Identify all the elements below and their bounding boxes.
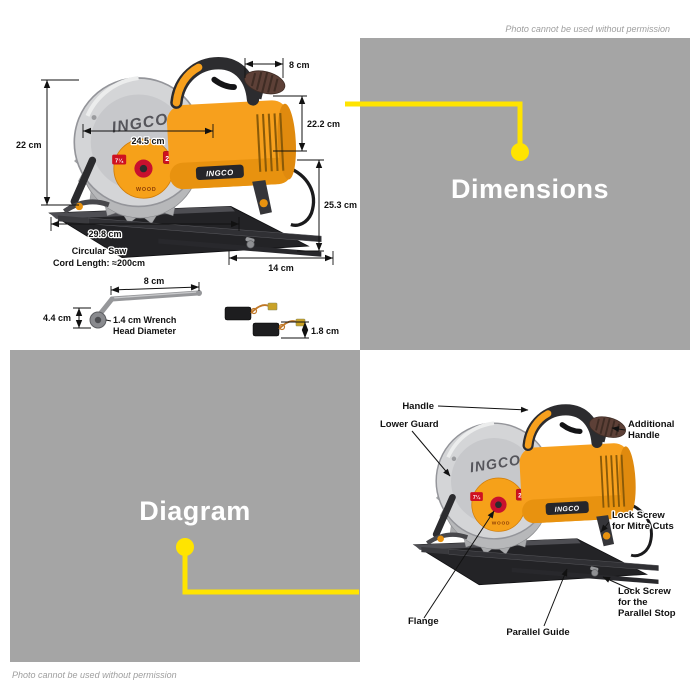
dimension-wrench-height: 4.4 cm xyxy=(42,307,91,329)
svg-text:Lower Guard: Lower Guard xyxy=(380,419,439,430)
dimension-brush-height: 1.8 cm xyxy=(281,321,340,339)
watermark-top: Photo cannot be used without permission xyxy=(505,24,670,34)
dimension-body-width: 24.5 cm xyxy=(82,124,214,147)
svg-text:22.2 cm: 22.2 cm xyxy=(307,119,340,129)
dimension-rear-height: 25.3 cm xyxy=(297,159,358,252)
wrench-illustration xyxy=(89,290,202,329)
svg-text:Head Diameter: Head Diameter xyxy=(113,326,177,336)
svg-text:Lock Screw: Lock Screw xyxy=(612,510,665,521)
svg-text:for the: for the xyxy=(618,597,648,608)
parts-diagram-figure: Handle Additional Handle Lower Guard Loc… xyxy=(379,400,677,640)
svg-text:Circular Saw: Circular Saw xyxy=(72,246,128,256)
circular-saw-illustration xyxy=(414,410,659,585)
svg-text:8 cm: 8 cm xyxy=(289,60,310,70)
dimension-handle-grip-width: 8 cm xyxy=(244,58,311,78)
svg-text:Cord Length: ≈200cm: Cord Length: ≈200cm xyxy=(53,258,145,268)
svg-text:25.3 cm: 25.3 cm xyxy=(324,200,357,210)
callout-additional-handle: Additional Handle xyxy=(611,418,676,442)
dimension-blade-guard-diameter: 22 cm xyxy=(15,79,79,206)
svg-text:Parallel Guide: Parallel Guide xyxy=(506,627,569,638)
callout-handle: Handle xyxy=(401,400,529,413)
dimension-motor-height: 22.2 cm xyxy=(273,95,341,152)
svg-text:1.4 cm Wrench: 1.4 cm Wrench xyxy=(113,315,176,325)
svg-text:22 cm: 22 cm xyxy=(16,140,42,150)
svg-text:8 cm: 8 cm xyxy=(144,276,165,286)
cord-length-note: Circular Saw Cord Length: ≈200cm xyxy=(52,245,146,270)
svg-text:1.8 cm: 1.8 cm xyxy=(311,326,339,336)
svg-text:4.4 cm: 4.4 cm xyxy=(43,313,71,323)
svg-text:Lock Screw: Lock Screw xyxy=(618,586,671,597)
svg-text:29.8 cm: 29.8 cm xyxy=(88,229,121,239)
svg-text:Additional: Additional xyxy=(628,419,674,430)
callout-mitre-lock-screw: Lock Screw for Mitre Cuts xyxy=(600,509,675,533)
callout-parallel-guide: Parallel Guide xyxy=(505,568,571,639)
svg-text:Flange: Flange xyxy=(408,616,439,627)
carbon-brushes-illustration xyxy=(224,302,306,337)
svg-text:Handle: Handle xyxy=(402,401,434,412)
diagram-callout-panel xyxy=(10,350,360,662)
callout-lower-guard: Lower Guard xyxy=(379,418,451,477)
dimension-guide-rail-width: 14 cm xyxy=(228,251,334,274)
svg-text:for Mitre Cuts: for Mitre Cuts xyxy=(612,521,674,532)
svg-text:Parallel Stop: Parallel Stop xyxy=(618,608,676,619)
callout-parallel-stop-lock-screw: Lock Screw for the Parallel Stop xyxy=(602,576,677,620)
wrench-head-note: 1.4 cm Wrench Head Diameter xyxy=(105,314,178,337)
dimensions-figure: 8 cm 22.2 cm 22 cm 24.5 cm 25.3 xyxy=(15,8,358,339)
callout-flange: Flange xyxy=(407,510,495,628)
svg-text:Handle: Handle xyxy=(628,430,660,441)
dimensions-section-label: Dimensions xyxy=(450,174,610,204)
svg-text:24.5 cm: 24.5 cm xyxy=(131,136,164,146)
dimension-wrench-length: 8 cm xyxy=(110,275,200,295)
dimension-base-plate-length: 29.8 cm xyxy=(50,217,240,240)
diagram-section-label: Diagram xyxy=(139,496,251,526)
dimensions-callout-panel xyxy=(360,38,690,350)
watermark-bottom: Photo cannot be used without permission xyxy=(12,670,177,680)
svg-text:14 cm: 14 cm xyxy=(268,263,294,273)
